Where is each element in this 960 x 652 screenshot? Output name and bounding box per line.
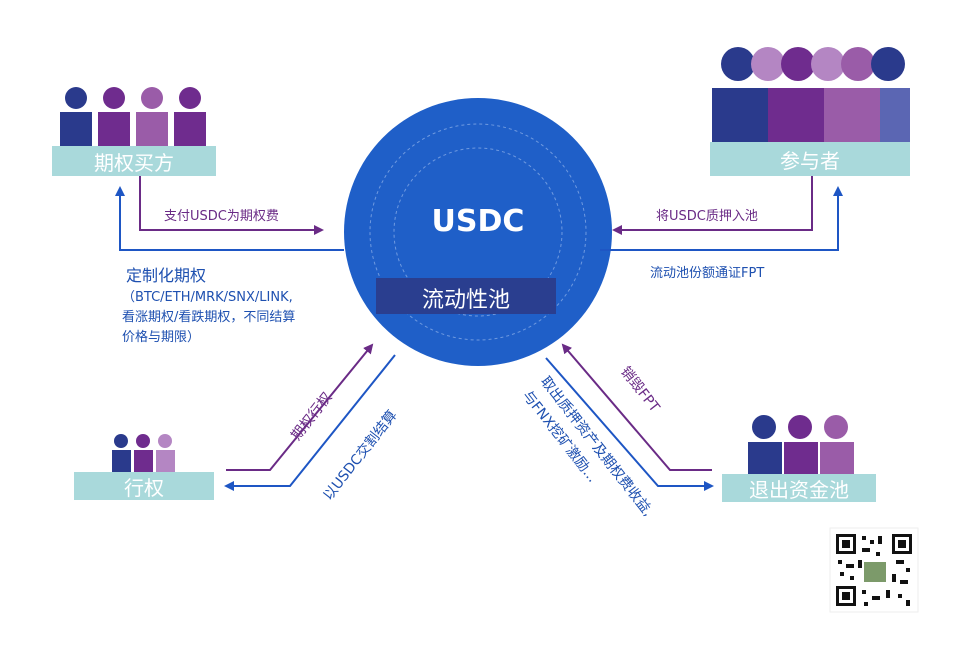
qr-code	[829, 527, 919, 613]
pay-premium-text: 支付USDC为期权费	[164, 209, 279, 224]
lp-token-text: 流动池份额通证FPT	[650, 266, 765, 281]
burn-fpt-arrow	[561, 343, 712, 471]
pool-inner-ring	[369, 123, 587, 341]
pool-title: USDC	[431, 204, 525, 239]
exit-label: 退出资金池	[722, 474, 876, 502]
participant-people-icon	[712, 47, 910, 148]
exit-people-icon	[748, 415, 854, 476]
custom-options-arrow	[115, 186, 344, 251]
qr-center-logo	[864, 562, 886, 582]
pledge-usdc-arrow	[612, 175, 813, 235]
settle-usdc-arrow	[224, 354, 396, 491]
buyer-label: 期权买方	[52, 146, 216, 176]
custom-options-line2: 看涨期权/看跌期权，不同结算	[122, 310, 296, 325]
exercise-people-icon	[112, 434, 175, 474]
custom-options-line1: （BTC/ETH/MRK/SNX/LINK,	[122, 290, 293, 305]
lp-token-arrow	[600, 186, 843, 251]
withdraw-arrow	[545, 357, 714, 491]
pool-subtitle-band	[376, 278, 556, 314]
custom-options-line3: 价格与期限）	[122, 330, 201, 345]
pay-premium-arrow	[139, 175, 324, 235]
participant-label: 参与者	[710, 142, 910, 176]
pool-innermost-ring	[393, 147, 563, 317]
buyer-people-icon	[60, 87, 206, 152]
custom-options-title: 定制化期权	[126, 266, 207, 285]
exercise-label: 行权	[74, 472, 214, 500]
exercise-option-arrow	[226, 343, 374, 471]
pledge-usdc-text: 将USDC质押入池	[656, 209, 758, 224]
pool-subtitle: 流动性池	[421, 288, 510, 313]
